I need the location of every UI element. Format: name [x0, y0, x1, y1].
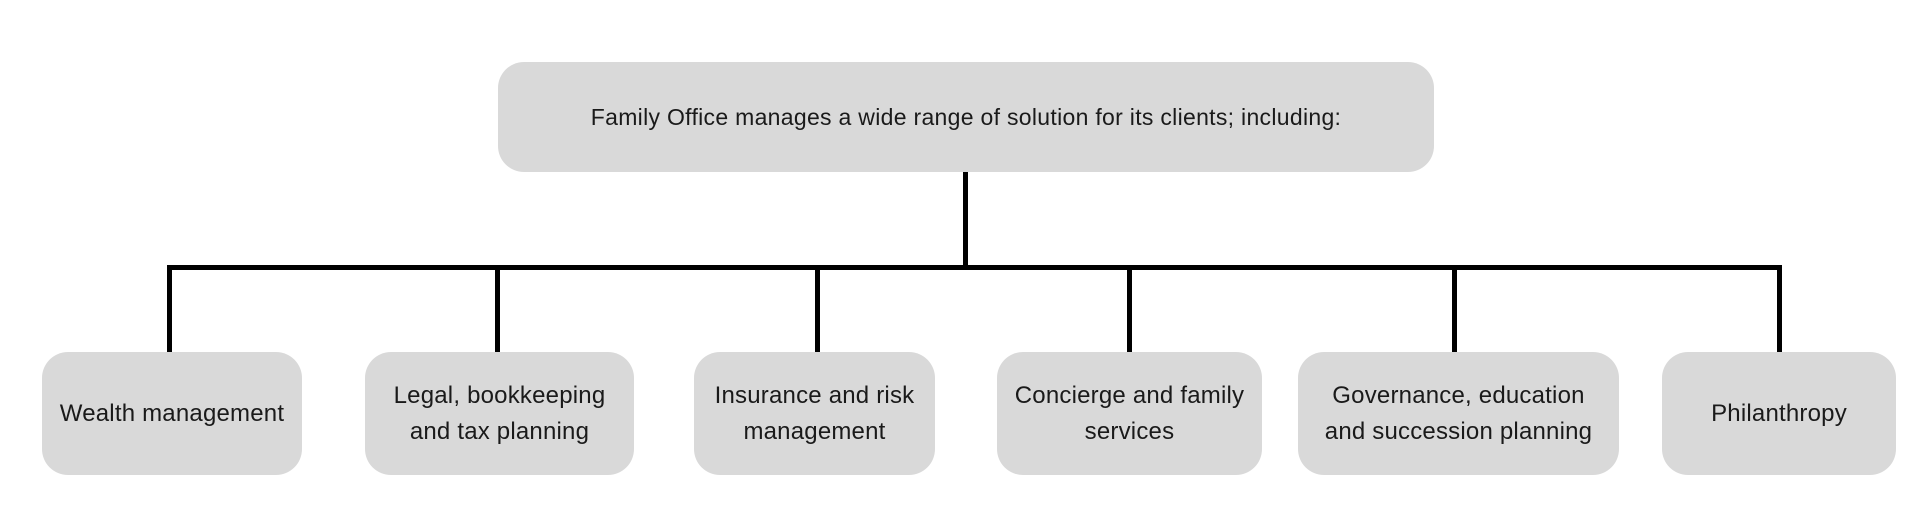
connector-drop-legal-bookkeeping — [495, 265, 500, 353]
child-node-concierge-family-services: Concierge and family services — [997, 352, 1262, 475]
child-node-wealth-management: Wealth management — [42, 352, 302, 475]
connector-drop-governance-education — [1452, 265, 1457, 353]
child-node-label: Wealth management — [59, 399, 285, 427]
root-node-family-office: Family Office manages a wide range of so… — [498, 62, 1434, 172]
child-node-label: Philanthropy — [1711, 399, 1847, 427]
connector-rail — [167, 265, 1782, 270]
connector-drop-wealth-management — [167, 265, 172, 353]
child-node-insurance-risk: Insurance and risk management — [694, 352, 935, 475]
child-node-legal-bookkeeping-tax: Legal, bookkeeping and tax planning — [365, 352, 634, 475]
child-node-philanthropy: Philanthropy — [1662, 352, 1896, 475]
child-node-label: Concierge and family services — [1014, 381, 1245, 445]
child-node-label: Insurance and risk management — [714, 381, 915, 445]
connector-drop-philanthropy — [1777, 265, 1782, 353]
child-node-label: Legal, bookkeeping and tax planning — [393, 381, 606, 445]
child-node-label: Governance, education and succession pla… — [1324, 381, 1593, 445]
root-node-label: Family Office manages a wide range of so… — [590, 103, 1342, 130]
child-node-governance-education-succession: Governance, education and succession pla… — [1298, 352, 1619, 475]
connector-drop-concierge-family — [1127, 265, 1132, 353]
connector-drop-insurance-risk — [815, 265, 820, 353]
connector-stem — [963, 172, 968, 267]
